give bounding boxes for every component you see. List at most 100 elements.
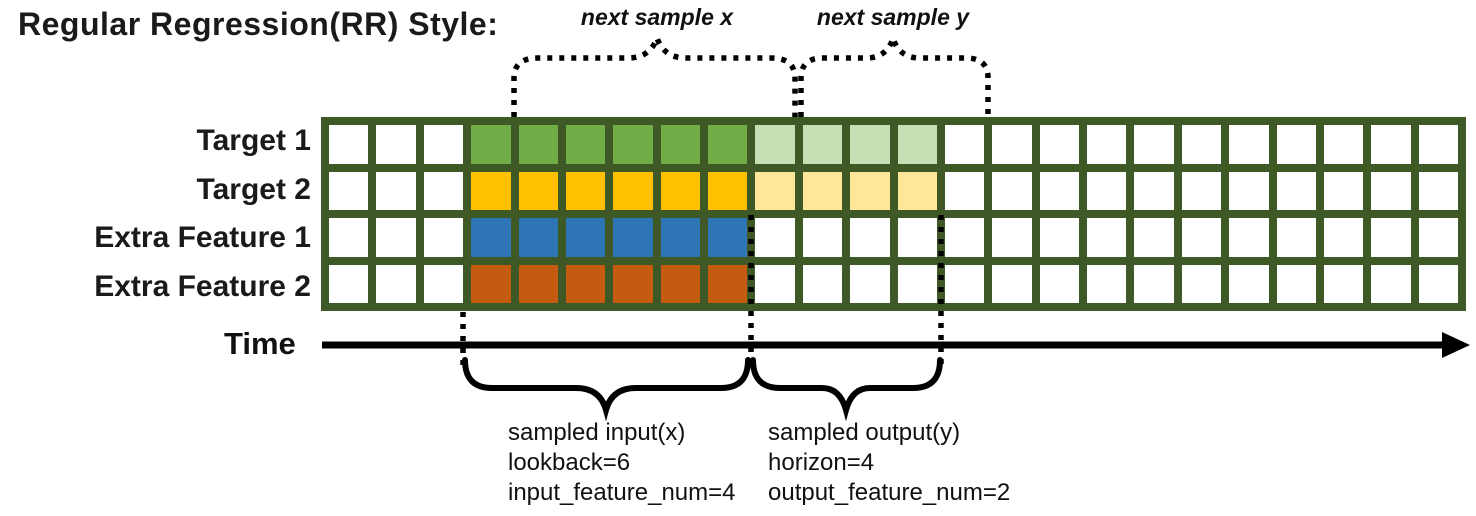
grid-cell xyxy=(992,218,1032,257)
row-label-extra-feature-1: Extra Feature 1 xyxy=(94,221,311,255)
sampled-input-annotation: sampled input(x) lookback=6 input_featur… xyxy=(508,418,736,508)
grid-cell xyxy=(329,171,369,210)
grid-cell xyxy=(1039,218,1079,257)
grid-cell xyxy=(613,264,653,303)
grid-cell xyxy=(471,218,511,257)
grid-cell xyxy=(944,125,985,164)
grid-cell xyxy=(1276,264,1316,303)
grid-cell xyxy=(944,171,985,210)
grid-cell xyxy=(329,264,369,303)
grid-cell xyxy=(992,171,1032,210)
grid-cell xyxy=(1039,264,1079,303)
grid-cell xyxy=(1134,125,1174,164)
grid-cell xyxy=(565,264,606,303)
grid-cell xyxy=(1039,125,1079,164)
grid-cell xyxy=(1181,218,1222,257)
grid-cell xyxy=(660,264,700,303)
diagram-title: Regular Regression(RR) Style: xyxy=(18,6,499,42)
grid-cell xyxy=(897,171,937,210)
grid-cell xyxy=(1134,218,1174,257)
grid-cell xyxy=(897,264,937,303)
grid-cell xyxy=(613,218,653,257)
grid-cell xyxy=(1418,264,1458,303)
grid-cell xyxy=(376,125,416,164)
grid-cell xyxy=(944,218,985,257)
grid-cell xyxy=(423,264,464,303)
grid-cell xyxy=(1181,171,1222,210)
input-feature-num: input_feature_num=4 xyxy=(508,479,736,506)
grid-cell xyxy=(1087,171,1127,210)
grid-cell xyxy=(1323,218,1364,257)
grid-cell xyxy=(1371,218,1411,257)
grid-cell xyxy=(613,171,653,210)
grid-cell xyxy=(1276,125,1316,164)
sampled-output-title: sampled output(y) xyxy=(768,419,961,446)
grid-cell xyxy=(1229,264,1269,303)
grid-cell xyxy=(471,171,511,210)
row-labels: Target 1 Target 2 Extra Feature 1 Extra … xyxy=(0,117,311,311)
grid-cell xyxy=(802,171,843,210)
grid-cell xyxy=(897,218,937,257)
row-label-target-1: Target 1 xyxy=(196,124,311,158)
grid-cell xyxy=(1371,264,1411,303)
sampled-input-title: sampled input(x) xyxy=(508,419,686,446)
grid-cell xyxy=(1276,218,1316,257)
output-feature-num: output_feature_num=2 xyxy=(768,479,1011,506)
grid-cell xyxy=(755,264,795,303)
grid-cell xyxy=(1418,218,1458,257)
grid-cell xyxy=(1323,171,1364,210)
grid-cell xyxy=(660,171,700,210)
grid-cell xyxy=(1087,125,1127,164)
grid-cell xyxy=(1181,264,1222,303)
grid-cell xyxy=(1229,171,1269,210)
grid-cell xyxy=(1229,218,1269,257)
sampled-output-brace xyxy=(750,357,943,422)
next-sample-x-label: next sample x xyxy=(580,4,734,30)
grid-cell xyxy=(376,218,416,257)
lookback-value: lookback=6 xyxy=(508,449,631,476)
grid-cell xyxy=(329,125,369,164)
next-sample-y-brace xyxy=(798,28,991,117)
sample-grid xyxy=(321,117,1466,311)
grid-cell xyxy=(755,125,795,164)
time-axis-arrowhead xyxy=(1442,332,1470,358)
grid-cell xyxy=(850,171,890,210)
grid-cell xyxy=(802,125,843,164)
grid-cell xyxy=(1323,264,1364,303)
grid-cell xyxy=(471,125,511,164)
horizon-value: horizon=4 xyxy=(768,449,875,476)
grid-cell xyxy=(897,125,937,164)
grid-cell xyxy=(1418,125,1458,164)
grid-cell xyxy=(1134,171,1174,210)
grid-cell xyxy=(992,125,1032,164)
grid-cell xyxy=(1134,264,1174,303)
grid-cell xyxy=(660,125,700,164)
next-sample-y-label: next sample y xyxy=(816,4,970,30)
grid-cell xyxy=(850,264,890,303)
grid-cell xyxy=(376,264,416,303)
grid-cell xyxy=(1323,125,1364,164)
grid-cell xyxy=(1087,218,1127,257)
grid-cell xyxy=(1181,125,1222,164)
grid-cell xyxy=(850,125,890,164)
grid-cell xyxy=(518,218,558,257)
grid-cell xyxy=(565,171,606,210)
grid-cell xyxy=(1039,171,1079,210)
grid-cell xyxy=(1418,171,1458,210)
grid-cell xyxy=(802,264,843,303)
grid-cell xyxy=(565,218,606,257)
sampled-input-brace xyxy=(462,357,751,422)
grid-cell xyxy=(708,264,748,303)
grid-cell xyxy=(1371,171,1411,210)
grid-cell xyxy=(1229,125,1269,164)
grid-cell xyxy=(992,264,1032,303)
grid-cell xyxy=(518,264,558,303)
row-label-extra-feature-2: Extra Feature 2 xyxy=(94,269,311,303)
sampled-output-annotation: sampled output(y) horizon=4 output_featu… xyxy=(768,418,1010,508)
row-label-target-2: Target 2 xyxy=(196,172,311,206)
grid-cell xyxy=(1371,125,1411,164)
grid-cell xyxy=(423,125,464,164)
grid-cell xyxy=(1087,264,1127,303)
grid-cell xyxy=(660,218,700,257)
grid-cell xyxy=(329,218,369,257)
